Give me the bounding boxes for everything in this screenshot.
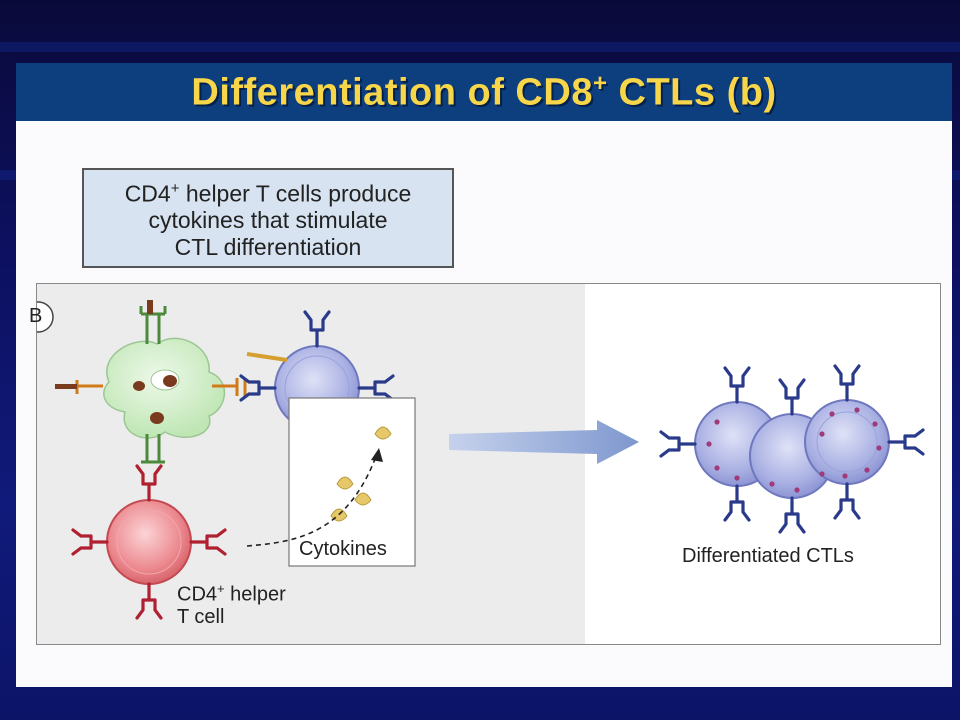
panel-letter-circle xyxy=(37,301,54,333)
panel-letter: B xyxy=(29,305,43,327)
title-superscript: + xyxy=(592,69,608,97)
helper-t-cell-label: CD4+ helper T cell xyxy=(177,581,286,628)
cytokines-label: Cytokines xyxy=(299,538,387,560)
decorative-band xyxy=(0,42,960,52)
figure-area: B Cytokines CD4+ helper T cell Different… xyxy=(29,283,941,645)
caption-line-1: CD4+ helper T cells produce xyxy=(124,179,412,207)
apc-cell xyxy=(55,300,247,464)
caption-box: CD4+ helper T cells produce cytokines th… xyxy=(82,168,454,268)
slide-panel: Differentiation of CD8+ CTLs (b) CD4+ he… xyxy=(16,63,952,687)
differentiated-ctls-label: Differentiated CTLs xyxy=(682,545,854,567)
cytokine-molecules xyxy=(330,426,392,522)
differentiated-ctls xyxy=(659,364,925,534)
differentiation-arrow xyxy=(449,420,639,464)
title-text: Differentiation of CD8 xyxy=(191,71,593,114)
slide-title: Differentiation of CD8+ CTLs (b) xyxy=(191,70,776,115)
caption-line-3: CTL differentiation xyxy=(174,234,362,261)
cytokine-arrowhead xyxy=(371,448,383,462)
cytokine-dashed-arrow xyxy=(246,453,378,547)
caption-line-2: cytokines that stimulate xyxy=(148,207,388,234)
title-bar: Differentiation of CD8+ CTLs (b) xyxy=(16,63,952,121)
helper-t-cell xyxy=(71,464,227,620)
cell-diagram xyxy=(37,300,925,620)
title-tail: CTLs (b) xyxy=(607,71,777,114)
